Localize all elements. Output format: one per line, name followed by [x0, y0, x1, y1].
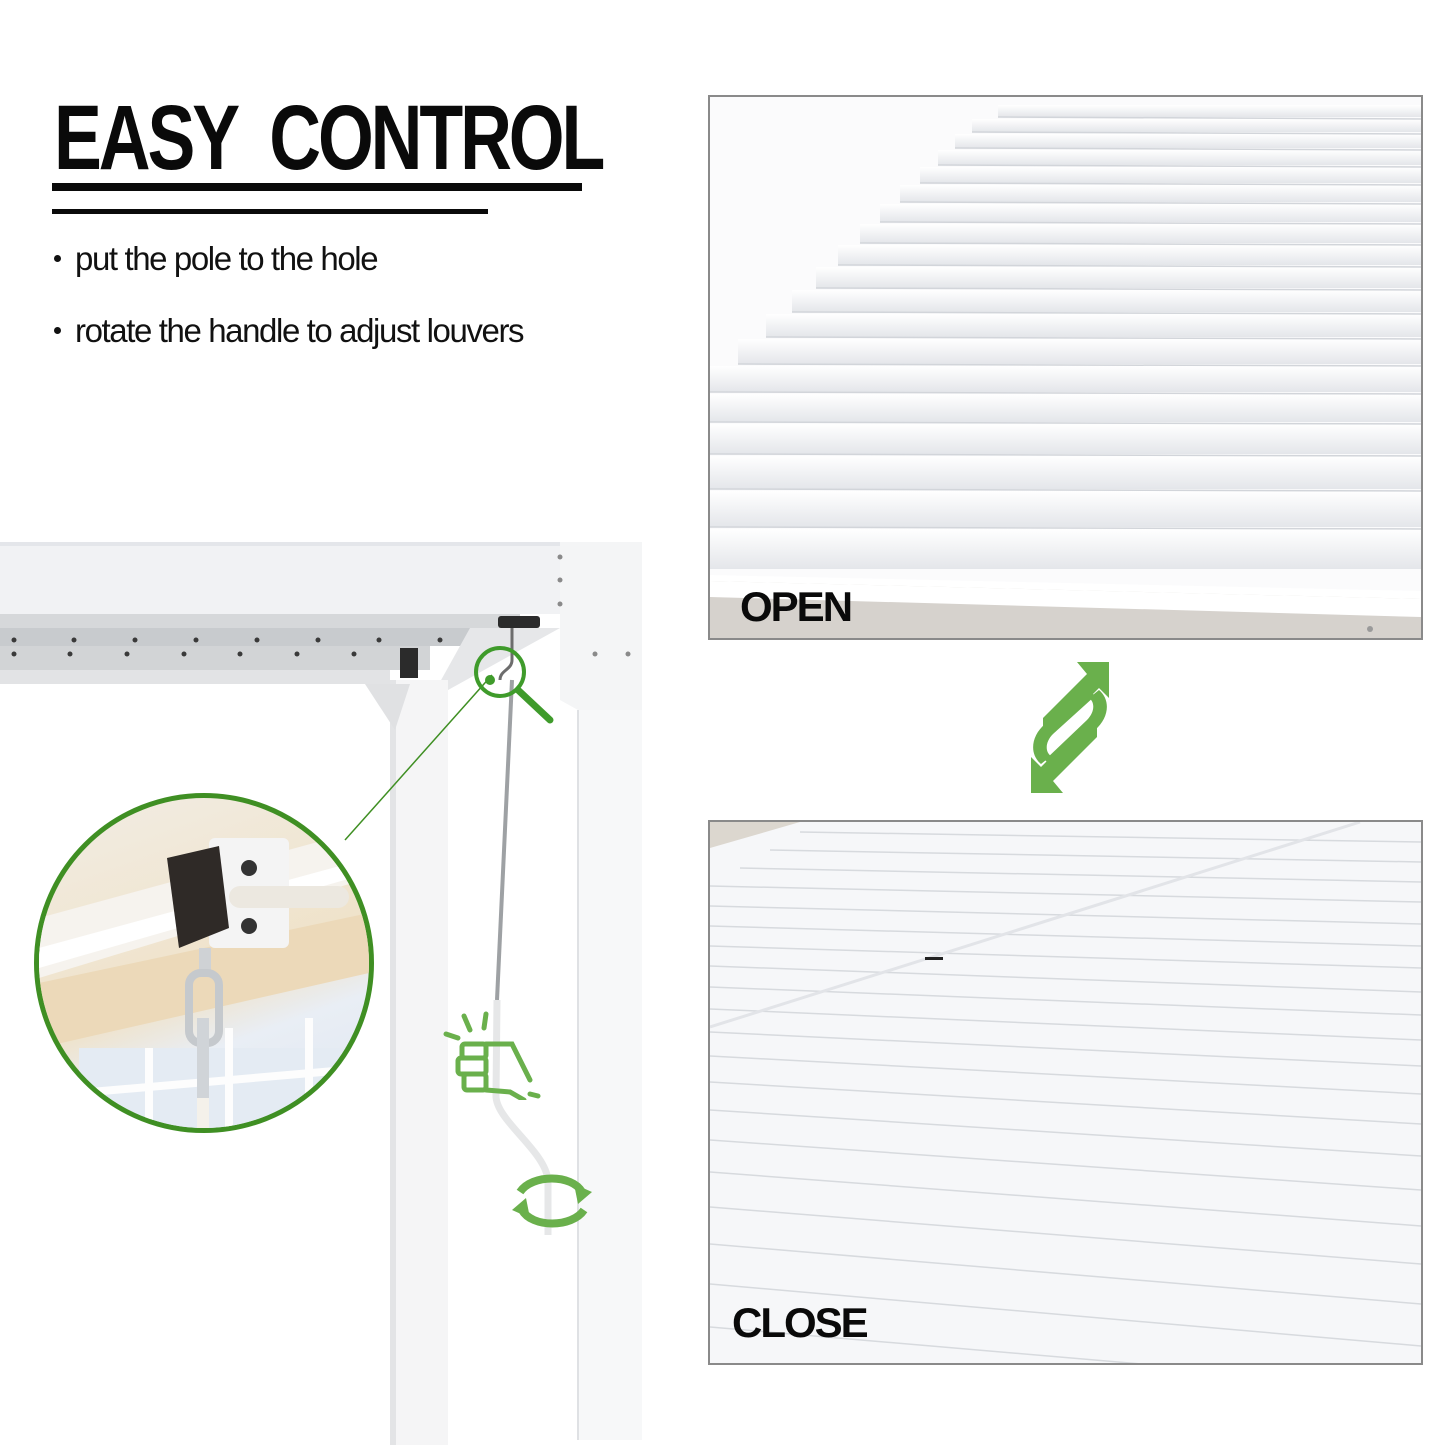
bullet-icon [54, 326, 61, 334]
instruction-text: rotate the handle to adjust louvers [75, 312, 525, 349]
instruction-item: rotate the handle to adjust louvers [54, 312, 525, 350]
title-underline-primary [52, 183, 582, 191]
crank-mechanism-image [39, 828, 369, 1128]
open-louvers-panel: OPEN [708, 95, 1423, 640]
title-underline-secondary [52, 209, 488, 214]
swap-arrows-icon [1031, 662, 1109, 793]
rotate-arrows-icon [512, 1174, 592, 1228]
closed-louvers-image [710, 822, 1421, 1363]
magnifier-icon [474, 646, 554, 724]
page-title: EASY CONTROL [54, 87, 605, 189]
open-louvers-image [710, 97, 1421, 638]
open-label: OPEN [740, 583, 853, 630]
instruction-text: put the pole to the hole [75, 240, 379, 277]
mechanism-detail-zoom [34, 793, 374, 1133]
close-label: CLOSE [732, 1299, 869, 1346]
pergola-frame-image [0, 542, 642, 1445]
instruction-item: put the pole to the hole [54, 240, 379, 278]
closed-louvers-panel: CLOSE [708, 820, 1423, 1365]
bullet-icon [54, 254, 61, 262]
hand-grip-icon [443, 1011, 541, 1100]
